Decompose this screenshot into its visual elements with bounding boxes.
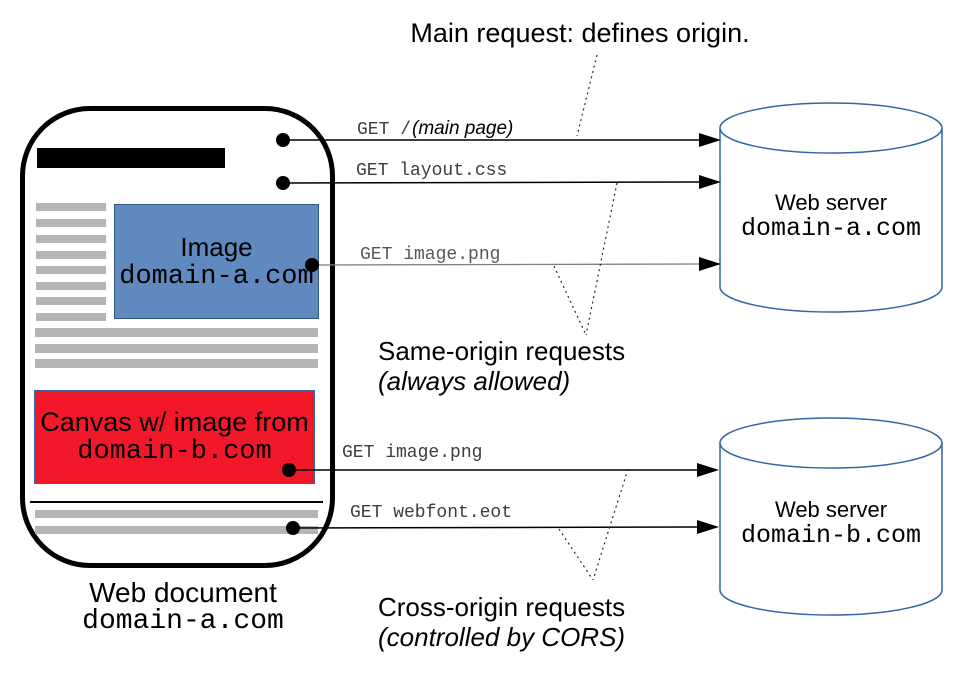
server-b-title: Web server (774, 497, 888, 522)
request-arrow-image-png-cross-origin (282, 463, 719, 477)
request-label-image-png-cross-origin: GET image.png (342, 443, 483, 463)
canvas-box-label: Canvas w/ image from (40, 406, 309, 437)
request-note-main-page: (main page) (412, 118, 514, 139)
canvas-box-domain: domain-b.com (77, 436, 272, 467)
text-placeholder-bar (36, 313, 106, 321)
text-placeholder-bar (35, 328, 318, 337)
footer-divider (30, 501, 323, 503)
diagram-title: Main request: defines origin. (410, 18, 750, 48)
text-placeholder-bar (35, 359, 318, 368)
cross-origin-caption-note: (controlled by CORS) (378, 622, 626, 652)
server-a-title: Web server (774, 190, 888, 215)
cross-origin-caption-line: Cross-origin requests (378, 592, 626, 622)
text-placeholder-bar (36, 282, 106, 290)
same-origin-caption-line: Same-origin requests (378, 336, 626, 366)
canvas-box: Canvas w/ image from domain-b.com (34, 390, 315, 484)
arrowhead (699, 175, 721, 189)
dotted-guide-cross-origin-a (592, 468, 629, 581)
dotted-guide-main-request (576, 54, 598, 137)
text-placeholder-bar (35, 344, 318, 353)
server-a-domain: domain-a.com (740, 214, 922, 243)
web-document-label-domain: domain-a.com (82, 606, 284, 637)
request-label-image-png-same-origin: GET image.png (360, 245, 501, 265)
server-b-domain: domain-b.com (740, 521, 922, 550)
server-label-domain-a: Web server domain-a.com (726, 190, 936, 243)
text-placeholder-bar (35, 510, 318, 518)
text-placeholder-bar (36, 297, 106, 305)
text-placeholder-bar (35, 526, 318, 534)
cross-origin-caption: Cross-origin requests (controlled by COR… (378, 592, 625, 652)
arrowhead (699, 133, 721, 147)
text-placeholder-bar (36, 235, 106, 243)
server-label-domain-b: Web server domain-b.com (726, 497, 936, 550)
arrowhead (699, 257, 721, 271)
web-document-label-title: Web document (89, 577, 277, 608)
dotted-guide-same-origin-b (553, 265, 587, 336)
request-label-webfont-eot: GET webfont.eot (350, 503, 513, 523)
request-label-layout-css: GET layout.css (356, 161, 508, 181)
dotted-guide-cross-origin-b (558, 528, 594, 581)
same-origin-caption-note: (always allowed) (378, 366, 571, 396)
embedded-image-box: Image domain-a.com (114, 204, 319, 319)
dotted-guide-same-origin-a (585, 182, 618, 336)
text-placeholder-bar (36, 219, 106, 227)
image-box-label: Image (180, 231, 253, 262)
same-origin-caption: Same-origin requests (always allowed) (378, 336, 625, 396)
web-document-label: Web document domain-a.com (58, 578, 308, 637)
text-placeholder-bar (36, 251, 106, 259)
image-box-domain: domain-a.com (119, 261, 314, 292)
text-placeholder-bar (36, 266, 106, 274)
text-placeholder-bar (36, 203, 106, 211)
web-document-box: Image domain-a.com Canvas w/ image from … (20, 106, 335, 568)
request-label-main-page: GET / (357, 120, 412, 140)
arrowhead (697, 463, 719, 477)
page-header-bar (37, 148, 225, 168)
arrowhead (697, 520, 719, 534)
